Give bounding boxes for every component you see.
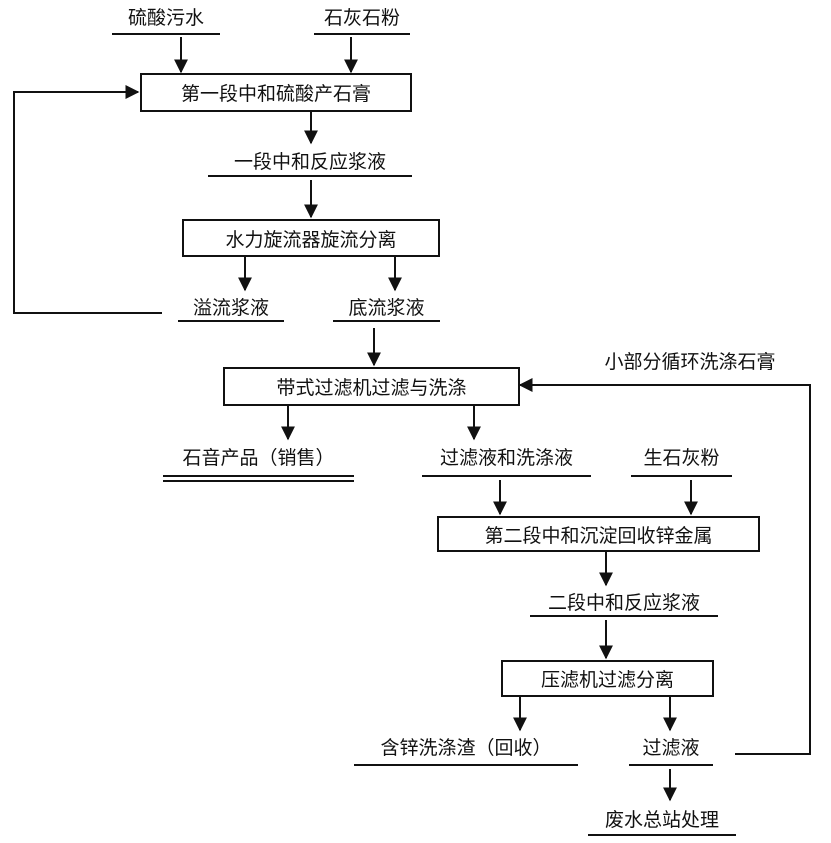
label-stage2-slurry: 二段中和反应浆液 <box>547 592 700 614</box>
label-limestone-powder: 石灰石粉 <box>323 7 400 29</box>
label-overflow-slurry: 溢流浆液 <box>192 297 269 319</box>
box-stage1-neutralization: 第一段中和硫酸产石膏 <box>140 73 412 112</box>
recycle-loop <box>518 378 811 755</box>
label-underflow-slurry: 底流浆液 <box>348 297 425 319</box>
label-recycle-wash-gypsum: 小部分循环洗涤石膏 <box>604 351 776 373</box>
box-hydrocyclone: 水力旋流器旋流分离 <box>182 219 440 257</box>
label-sulfuric-wastewater: 硫酸污水 <box>127 7 204 29</box>
label-gypsum-product: 石音产品（销售） <box>182 447 335 469</box>
label-zinc-residue: 含锌洗涤渣（回收） <box>380 737 552 759</box>
label-wastewater-station: 废水总站处理 <box>604 809 719 831</box>
label-quicklime-powder: 生石灰粉 <box>643 447 720 469</box>
box-stage2-neutralization: 第二段中和沉淀回收锌金属 <box>437 516 760 552</box>
label-filtrate: 过滤液 <box>642 737 700 759</box>
overflow-return-loop <box>13 85 162 314</box>
label-filtrate-and-wash: 过滤液和洗涤液 <box>439 447 573 469</box>
label-stage1-slurry: 一段中和反应浆液 <box>233 151 386 173</box>
box-belt-filter: 带式过滤机过滤与洗涤 <box>223 367 520 406</box>
box-filter-press: 压滤机过滤分离 <box>501 660 714 697</box>
